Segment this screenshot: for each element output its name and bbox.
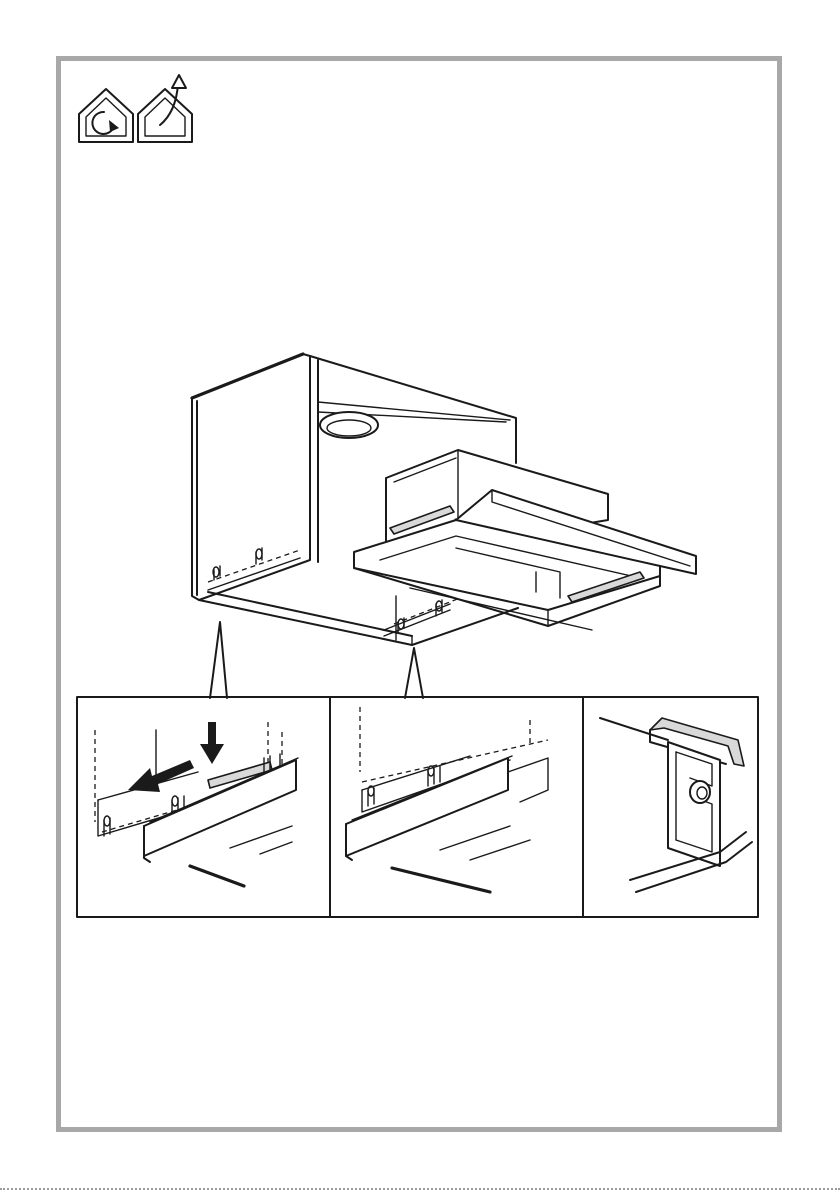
recirculation-mode-icon (79, 89, 133, 142)
cabinet-with-hood (192, 354, 696, 645)
bracket-hook-closeup (600, 718, 752, 892)
extraction-mode-icon (138, 75, 192, 142)
bracket-slide-in (95, 722, 298, 886)
bracket-fitted (346, 707, 548, 892)
